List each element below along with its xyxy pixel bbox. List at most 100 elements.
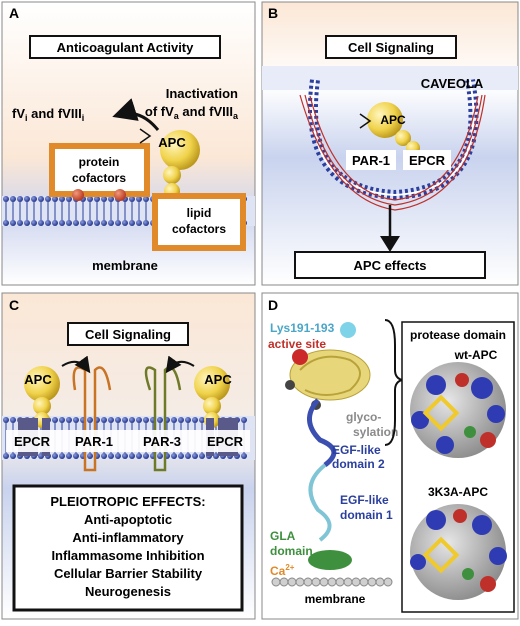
effect-item: Anti-apoptotic	[84, 512, 172, 527]
active-site-label: active site	[268, 337, 326, 351]
panel-d-membrane-label: membrane	[305, 592, 366, 606]
lipid-head	[87, 453, 93, 459]
membrane-sphere	[295, 577, 305, 587]
par3-helices	[144, 366, 182, 472]
membrane-sphere	[351, 577, 361, 587]
glyco-line1: glyco-	[346, 410, 381, 424]
lipid-cofactors-line1: lipid	[187, 206, 212, 220]
egf2-line1: EGF-like	[332, 443, 381, 457]
panel-b: B Cell Signaling CAVEOLA APC PAR-1 EPCR …	[261, 1, 519, 286]
lipid-head	[136, 196, 142, 202]
lipid-head	[10, 417, 16, 423]
lipid-head	[38, 220, 44, 226]
membrane-sphere	[279, 577, 289, 587]
lipid-head	[122, 220, 128, 226]
panel-c-letter: C	[9, 297, 19, 313]
lipid-head	[59, 196, 65, 202]
inactivation-label-line2: of fVa and fVIIIa	[145, 104, 239, 121]
lipid-head	[213, 453, 219, 459]
pleiotropic-effects-box	[12, 484, 244, 612]
lipid-head	[129, 196, 135, 202]
lipid-head	[115, 417, 121, 423]
apc-effects-box	[294, 251, 486, 279]
lipid-head	[66, 453, 72, 459]
protein-cofactor-ball	[114, 189, 126, 201]
membrane-sphere	[311, 577, 321, 587]
panel-c-apc-left-label: APC	[24, 372, 52, 387]
panel-c-par3-label: PAR-3	[143, 434, 181, 449]
effect-item: Neurogenesis	[85, 584, 171, 599]
lipid-cofactors-box	[152, 193, 246, 251]
lipid-head	[3, 417, 9, 423]
lipid-head	[122, 453, 128, 459]
membrane-sphere	[303, 577, 313, 587]
lipid-head	[185, 417, 191, 423]
lipid-head	[101, 417, 107, 423]
egf2-line2: domain 2	[332, 457, 385, 471]
lipid-head	[101, 220, 107, 226]
par1-label-bg	[346, 150, 396, 170]
lipid-head	[10, 220, 16, 226]
egf1-line1: EGF-like	[340, 493, 389, 507]
lipid-head	[52, 453, 58, 459]
panel-b-arrowhead	[380, 236, 400, 252]
membrane-sphere	[383, 577, 393, 587]
lipid-head	[178, 417, 184, 423]
lipid-head	[45, 196, 51, 202]
panel-a-title: Anticoagulant Activity	[57, 40, 195, 55]
panel-d-letter: D	[268, 297, 278, 313]
effect-item: Inflammasome Inhibition	[51, 548, 204, 563]
panel-b-par1-label: PAR-1	[352, 153, 390, 168]
membrane-sphere	[287, 577, 297, 587]
panel-c-arrow-right	[165, 355, 195, 374]
panel-a: A Anticoagulant Activity Inactivation of…	[1, 1, 256, 286]
lipid-head	[108, 453, 114, 459]
lipid-cofactors-line2: cofactors	[172, 222, 226, 236]
panel-b-title-box	[325, 35, 457, 59]
lipid-head	[52, 220, 58, 226]
wt-apc-label: wt-APC	[454, 348, 498, 362]
epcr-label-bg	[403, 150, 451, 170]
panel-b-epcr-label: EPCR	[409, 153, 446, 168]
effect-item: Cellular Barrier Stability	[54, 566, 203, 581]
protein-cofactors-box	[49, 143, 150, 197]
apc-effects-label: APC effects	[354, 258, 427, 273]
lipid-head	[73, 453, 79, 459]
panel-a-membrane-label: membrane	[92, 258, 158, 273]
lipid-head	[66, 196, 72, 202]
lipid-head	[178, 453, 184, 459]
lipid-head	[115, 220, 121, 226]
lipid-head	[136, 417, 142, 423]
membrane-sphere	[359, 577, 369, 587]
wt-apc-surface	[410, 362, 506, 458]
panel-c-title-box	[67, 322, 189, 346]
lipid-head	[136, 453, 142, 459]
lipid-head	[3, 453, 9, 459]
membrane-sphere	[375, 577, 385, 587]
egf1-line2: domain 1	[340, 508, 393, 522]
protein-cofactors-line2: cofactors	[72, 171, 126, 185]
lipid-head	[66, 220, 72, 226]
lipid-head	[101, 196, 107, 202]
inactivation-label-line1: Inactivation	[166, 86, 238, 101]
lipid-head	[192, 453, 198, 459]
lipid-head	[129, 220, 135, 226]
inactivated-products-label: fVi and fVIIIi	[12, 106, 84, 123]
panel-a-title-box	[29, 35, 221, 59]
lipid-head	[80, 220, 86, 226]
lipid-head	[10, 196, 16, 202]
lipid-head	[136, 220, 142, 226]
pleiotropic-effects-title: PLEIOTROPIC EFFECTS:	[50, 494, 205, 509]
lipid-head	[17, 220, 23, 226]
lipid-head	[87, 220, 93, 226]
lipid-head	[129, 453, 135, 459]
membrane-sphere	[327, 577, 337, 587]
lipid-head	[171, 417, 177, 423]
lipid-head	[17, 196, 23, 202]
lipid-head	[157, 453, 163, 459]
lipid-head	[143, 220, 149, 226]
panel-c: C Cell Signaling APC APC	[1, 292, 256, 620]
lipid-head	[10, 453, 16, 459]
lipid-head	[171, 453, 177, 459]
glyco-line2: sylation	[353, 425, 398, 439]
